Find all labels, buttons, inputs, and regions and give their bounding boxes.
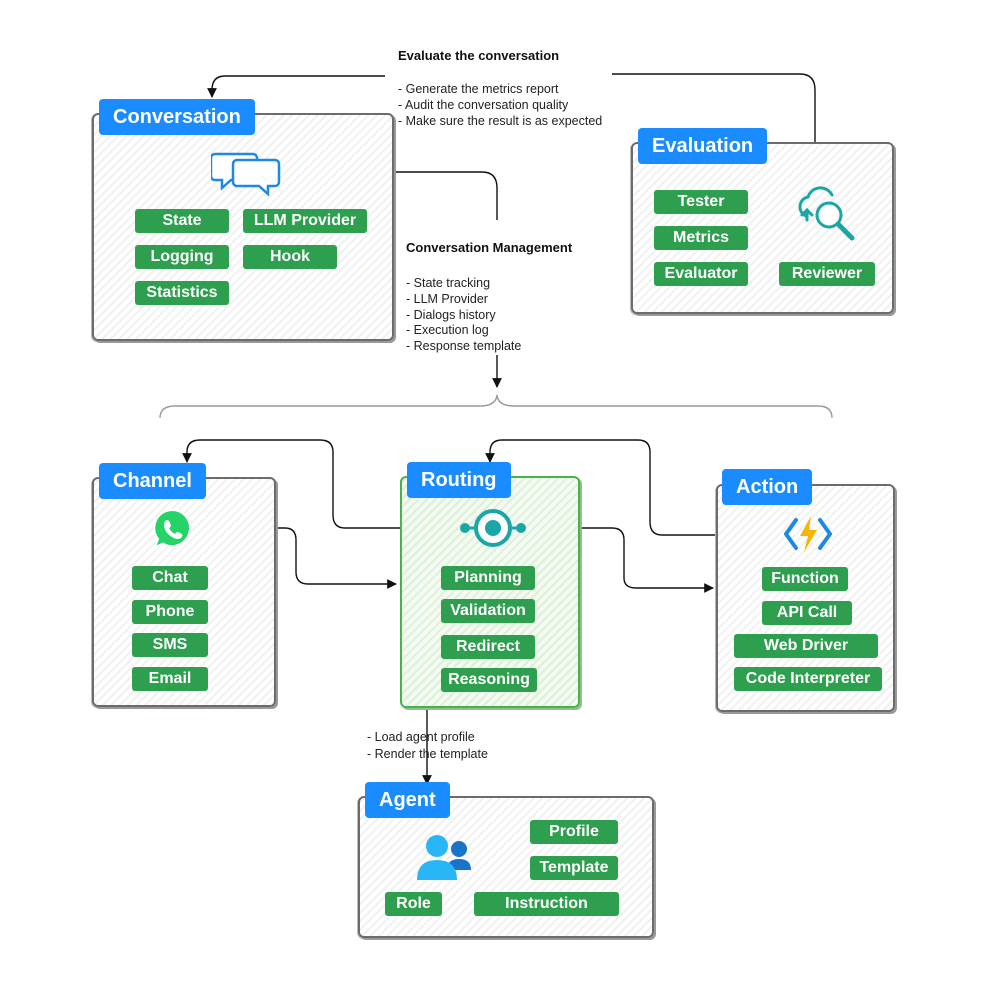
router-hub-icon <box>457 506 529 550</box>
tag-logging: Logging <box>135 245 229 269</box>
management-item: - Dialogs history <box>406 308 496 322</box>
evaluate-item: - Generate the metrics report <box>398 82 559 96</box>
management-item: - State tracking <box>406 276 491 290</box>
tag-sms: SMS <box>132 633 208 657</box>
lightning-function-icon <box>784 514 832 554</box>
tag-web-driver: Web Driver <box>734 634 878 658</box>
tag-instruction: Instruction <box>474 892 619 916</box>
tag-email: Email <box>132 667 208 691</box>
evaluation-title: Evaluation <box>638 128 768 164</box>
conversation-title: Conversation <box>99 99 255 135</box>
whatsapp-icon <box>152 508 192 550</box>
channel-title: Channel <box>99 463 206 499</box>
tag-profile: Profile <box>530 820 618 844</box>
tag-hook: Hook <box>243 245 337 269</box>
tag-chat: Chat <box>132 566 208 590</box>
tag-redirect: Redirect <box>441 635 535 659</box>
tag-planning: Planning <box>441 566 535 590</box>
management-item: - Execution log <box>406 323 489 337</box>
agent-note-item: - Render the template <box>367 747 488 761</box>
tag-validation: Validation <box>441 599 535 623</box>
evaluate-item: - Audit the conversation quality <box>398 98 569 112</box>
tag-tester: Tester <box>654 190 748 214</box>
tag-template: Template <box>530 856 618 880</box>
tag-reasoning: Reasoning <box>441 668 537 692</box>
tag-llm-provider: LLM Provider <box>243 209 367 233</box>
cloud-search-icon <box>792 182 858 242</box>
tag-reviewer: Reviewer <box>779 262 875 286</box>
brace <box>159 394 833 419</box>
tag-metrics: Metrics <box>654 226 748 250</box>
tag-function: Function <box>762 567 848 591</box>
evaluate-heading: Evaluate the conversation <box>398 48 560 63</box>
users-icon <box>414 832 476 882</box>
tag-phone: Phone <box>132 600 208 624</box>
management-item: - Response template <box>406 339 522 353</box>
agent-title: Agent <box>365 782 450 818</box>
tag-evaluator: Evaluator <box>654 262 748 286</box>
tag-state: State <box>135 209 229 233</box>
management-item: - LLM Provider <box>406 292 488 306</box>
tag-api-call: API Call <box>762 601 852 625</box>
management-heading: Conversation Management <box>406 240 573 255</box>
chat-bubbles-icon <box>209 150 281 197</box>
evaluate-item: - Make sure the result is as expected <box>398 114 603 128</box>
routing-title: Routing <box>407 462 511 498</box>
action-title: Action <box>722 469 813 505</box>
tag-code-interpreter: Code Interpreter <box>734 667 882 691</box>
tag-role: Role <box>385 892 442 916</box>
agent-note-item: - Load agent profile <box>367 730 475 744</box>
tag-statistics: Statistics <box>135 281 229 305</box>
